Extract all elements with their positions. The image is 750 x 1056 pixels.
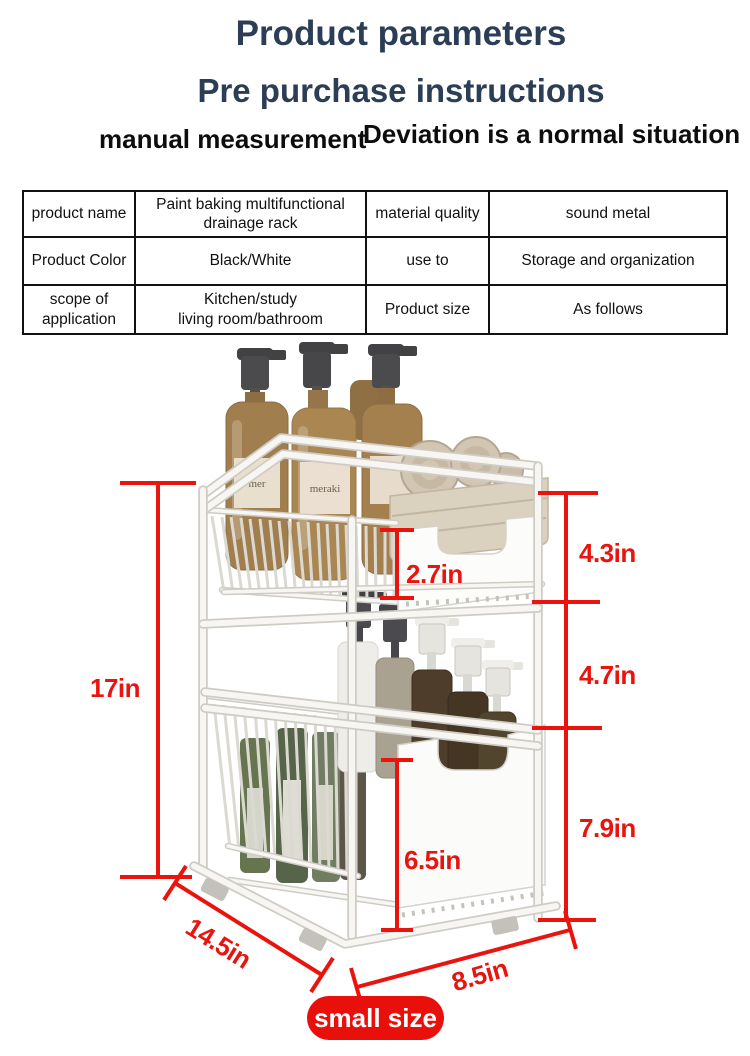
dim-label-bottom-tier: 7.9in [579, 813, 636, 843]
dim-label-depth: 14.5in [181, 912, 257, 975]
dim-label-top-tier: 4.3in [579, 538, 636, 568]
spec-cell-color-label: Product Color [22, 236, 136, 286]
size-badge: small size [307, 996, 444, 1040]
spec-cell-material-label: material quality [365, 190, 490, 238]
spec-cell-size-label: Product size [365, 284, 490, 335]
spec-cell-product-name-value: Paint baking multifunctional drainage ra… [134, 190, 367, 238]
dim-label-total-height: 17in [90, 673, 140, 703]
spec-cell-color-value: Black/White [134, 236, 367, 286]
product-illustration: mer meraki [90, 342, 636, 1007]
top-drawer-front-panel [220, 515, 546, 613]
page-title: Product parameters [235, 14, 567, 53]
spec-cell-scope-value: Kitchen/study living room/bathroom [134, 284, 367, 335]
spec-cell-use-value: Storage and organization [488, 236, 728, 286]
page-subtitle: Pre purchase instructions [197, 72, 605, 109]
spec-cell-scope-label: scope of application [22, 284, 136, 335]
dim-label-top-basket-inner: 2.7in [406, 559, 463, 589]
spec-cell-material-value: sound metal [488, 190, 728, 238]
bottle-label-text-2: meraki [310, 483, 341, 495]
dim-label-bottom-basket-inner: 6.5in [404, 845, 461, 875]
spec-cell-product-name-label: product name [22, 190, 136, 238]
dim-label-tier-gap: 4.7in [579, 660, 636, 690]
spec-cell-use-label: use to [365, 236, 490, 286]
note-deviation: Deviation is a normal situation [363, 119, 741, 149]
product-figure: mer meraki [0, 340, 750, 1007]
spec-table: product name Paint baking multifunctiona… [22, 190, 728, 335]
note-manual-measurement: manual measurement [99, 124, 367, 154]
rack-frame [189, 433, 561, 951]
spec-cell-size-value: As follows [488, 284, 728, 335]
header: Product parameters Pre purchase instruct… [26, 0, 750, 110]
